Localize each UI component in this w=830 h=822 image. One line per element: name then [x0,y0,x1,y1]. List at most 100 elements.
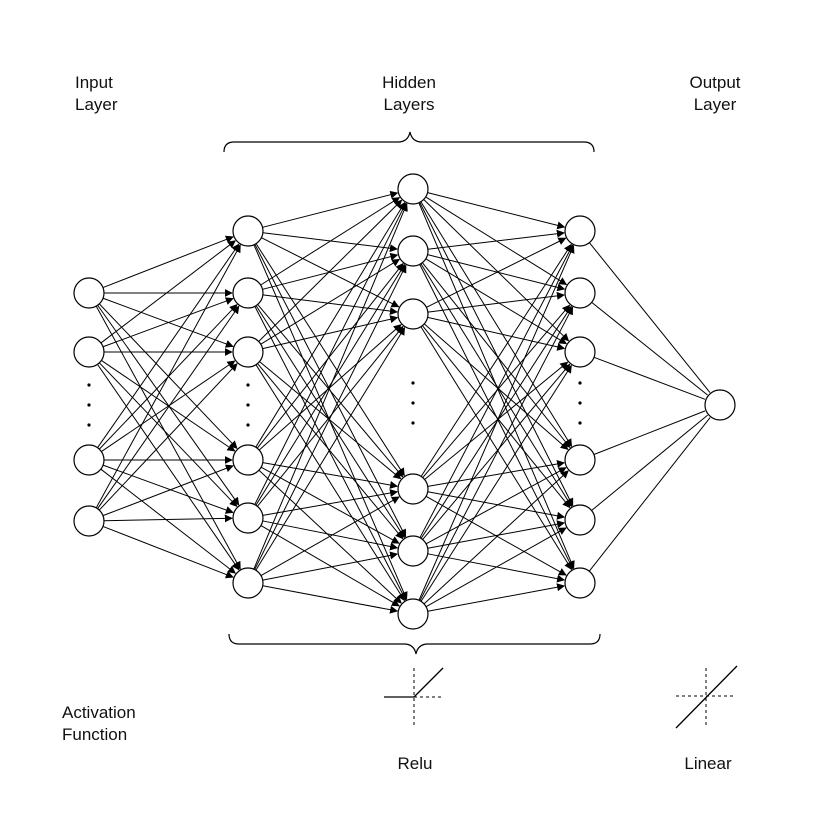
edge-hidden-2-3-to-hidden-3-4 [427,491,566,520]
neuron-hidden-1-0 [232,215,264,247]
neuron-hidden-2-2 [397,298,429,330]
edge-input-0-to-hidden-1-4 [97,304,240,506]
activation-function-label: Activation Function [62,703,136,744]
neuron-hidden-2-0 [397,173,429,205]
neuron-hidden-3-0 [564,215,596,247]
edge-hidden-1-2-to-hidden-2-2 [262,315,399,350]
output-layer-label: Output Layer [689,73,741,114]
edge-hidden-1-5-to-hidden-2-5 [262,585,399,614]
edge-hidden-1-1-to-hidden-2-2 [262,294,398,316]
edge-hidden-2-4-to-hidden-3-3 [425,467,567,545]
edge-hidden-2-5-to-hidden-3-4 [425,527,567,608]
neuron-hidden-1-1 [232,277,264,309]
edge-hidden-3-2-to-output-0 [593,356,706,400]
edge-hidden-2-5-to-hidden-3-3 [423,470,569,605]
edge-hidden-1-5-to-hidden-2-3 [260,496,400,577]
edge-hidden-2-2-to-hidden-3-2 [427,316,566,351]
edge-input-0-to-hidden-1-0 [102,235,234,289]
neuron-hidden-2-3 [397,473,429,505]
edge-hidden-2-3-to-hidden-3-3 [427,460,566,487]
hidden-layers-top-brace [223,131,595,153]
edge-hidden-2-4-to-hidden-3-0 [419,244,574,538]
neuron-hidden-3-3 [564,444,596,476]
edge-hidden-1-5-to-hidden-2-4 [262,551,399,581]
linear-graph-icon [675,665,738,729]
edge-hidden-1-5-to-hidden-2-0 [253,203,408,570]
edge-hidden-2-2-to-hidden-3-1 [427,291,565,313]
edge-hidden-1-3-to-hidden-2-4 [260,466,400,544]
edge-hidden-2-5-to-hidden-3-1 [419,306,574,601]
neuron-input-2 [73,444,105,476]
edge-hidden-2-3-to-hidden-3-0 [420,243,572,477]
edge-hidden-1-1-to-hidden-2-5 [254,306,407,601]
edge-hidden-2-0-to-hidden-3-0 [427,192,566,230]
edge-hidden-1-0-to-hidden-2-0 [262,190,399,228]
ellipsis-dot-input-1 [87,403,91,407]
edge-hidden-2-2-to-hidden-3-5 [420,326,572,571]
edge-input-3-to-hidden-1-0 [95,244,241,509]
edge-hidden-1-3-to-hidden-2-3 [262,462,399,489]
edge-hidden-2-4-to-hidden-3-4 [427,520,566,549]
edge-hidden-2-2-to-hidden-3-0 [426,237,567,308]
edge-hidden-1-2-to-hidden-2-4 [257,363,404,540]
edge-hidden-3-5-to-output-0 [588,417,711,572]
edge-hidden-2-1-to-hidden-3-2 [425,258,567,345]
neuron-hidden-2-1 [397,235,429,267]
edge-hidden-1-4-to-hidden-2-1 [255,263,406,506]
edge-hidden-2-2-to-hidden-3-4 [422,325,571,509]
edge-hidden-1-2-to-hidden-2-0 [258,199,403,342]
edge-input-1-to-hidden-1-0 [100,240,236,344]
edge-hidden-1-1-to-hidden-2-3 [257,304,404,478]
ellipsis-dot-hidden-1-2 [246,423,250,427]
edge-input-3-to-hidden-1-3 [102,464,234,517]
edge-hidden-1-4-to-hidden-2-4 [262,520,399,551]
edge-hidden-2-1-to-hidden-3-0 [427,229,565,250]
neuron-hidden-1-5 [232,567,264,599]
edge-input-3-to-hidden-1-2 [98,363,238,511]
edge-hidden-1-5-to-hidden-2-2 [255,326,406,571]
edge-input-1-to-hidden-1-1 [102,297,234,348]
ellipsis-dot-hidden-3-0 [578,381,582,385]
neuron-hidden-3-1 [564,277,596,309]
neuron-hidden-3-2 [564,336,596,368]
edge-hidden-2-5-to-hidden-3-0 [418,244,575,601]
neuron-input-3 [73,505,105,537]
neuron-hidden-3-5 [564,567,596,599]
ellipsis-dot-hidden-1-1 [246,403,250,407]
edge-input-3-to-hidden-1-5 [102,525,234,579]
edge-hidden-2-3-to-hidden-3-2 [424,361,569,480]
relu-graph-icon [384,667,444,726]
edge-hidden-1-4-to-hidden-2-0 [254,202,407,505]
edge-hidden-1-2-to-hidden-2-3 [259,361,402,480]
hidden-layers-label: Hidden Layers [382,73,436,114]
edge-hidden-3-3-to-output-0 [593,410,706,455]
neuron-input-1 [73,336,105,368]
edge-input-1-to-hidden-1-4 [99,362,238,508]
ellipsis-dot-input-2 [87,423,91,427]
ellipsis-dot-hidden-2-2 [411,421,415,425]
edge-hidden-2-2-to-hidden-3-3 [423,323,569,450]
edge-hidden-2-0-to-hidden-3-2 [423,199,570,342]
edge-input-2-to-hidden-1-5 [100,468,236,574]
edge-hidden-1-2-to-hidden-2-1 [260,258,401,345]
ellipsis-dot-hidden-2-1 [411,401,415,405]
edge-hidden-3-0-to-output-0 [589,242,711,393]
edge-input-2-to-hidden-1-2 [101,360,236,452]
edge-hidden-1-2-to-hidden-2-5 [255,364,405,602]
edge-hidden-1-1-to-hidden-2-1 [262,252,399,290]
relu-label: Relu [397,754,433,773]
ellipsis-dot-input-0 [87,383,91,387]
neuron-hidden-1-2 [232,336,264,368]
edge-hidden-3-1-to-output-0 [591,301,708,396]
edge-hidden-1-3-to-hidden-2-0 [255,201,406,448]
input-layer-label: Input Layer [75,73,118,114]
ellipsis-dots [87,381,582,427]
edge-hidden-1-5-to-hidden-2-1 [254,264,407,570]
neuron-hidden-1-4 [232,502,264,534]
edge-hidden-1-4-to-hidden-2-2 [257,325,404,507]
edge-hidden-1-1-to-hidden-2-0 [260,197,401,286]
edge-hidden-2-5-to-hidden-3-5 [427,583,566,612]
linear-label: Linear [684,754,732,773]
ellipsis-dot-hidden-3-1 [578,401,582,405]
